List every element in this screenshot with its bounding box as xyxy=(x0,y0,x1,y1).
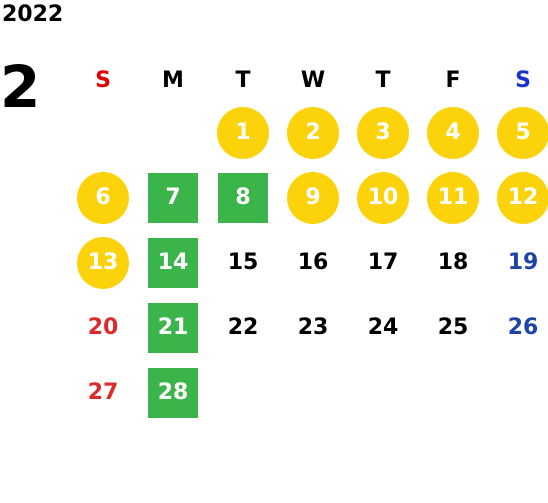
calendar-day-cell: 18 xyxy=(418,230,488,295)
calendar-date-19: 19 xyxy=(507,250,539,275)
calendar-date-1: 1 xyxy=(217,106,269,159)
calendar-date-14: 14 xyxy=(148,237,198,288)
calendar-day-cell: 14 xyxy=(138,230,208,295)
weekday-header-saturday: S xyxy=(515,67,531,93)
calendar-date-3: 3 xyxy=(357,106,409,159)
calendar-day-cell: 4 xyxy=(418,100,488,165)
calendar-day-cell: 11 xyxy=(418,165,488,230)
calendar-day-cell: 24 xyxy=(348,295,418,360)
calendar-day-cell: 21 xyxy=(138,295,208,360)
weekday-header-monday: M xyxy=(162,67,184,93)
calendar-date-18: 18 xyxy=(437,250,469,275)
calendar-date-13: 13 xyxy=(77,236,129,289)
calendar-day-cell: 10 xyxy=(348,165,418,230)
calendar-date-21: 21 xyxy=(148,302,198,353)
calendar-day-cell: 19 xyxy=(488,230,548,295)
calendar-date-28: 28 xyxy=(148,367,198,418)
weekday-header-friday: F xyxy=(445,67,461,93)
year-label: 2022 xyxy=(2,2,64,27)
calendar-day-cell: 25 xyxy=(418,295,488,360)
calendar-date-20: 20 xyxy=(87,315,119,340)
calendar-day-cell: 9 xyxy=(278,165,348,230)
calendar-day-cell: 6 xyxy=(68,165,138,230)
calendar-date-17: 17 xyxy=(367,250,399,275)
calendar-date-8: 8 xyxy=(218,172,268,223)
calendar-date-24: 24 xyxy=(367,315,399,340)
calendar-day-cell: 2 xyxy=(278,100,348,165)
calendar-date-10: 10 xyxy=(357,171,409,224)
calendar-date-11: 11 xyxy=(427,171,479,224)
calendar-date-25: 25 xyxy=(437,315,469,340)
calendar-day-cell: 7 xyxy=(138,165,208,230)
weekday-header-thursday: T xyxy=(375,67,391,93)
calendar-day-cell: 3 xyxy=(348,100,418,165)
calendar-date-26: 26 xyxy=(507,315,539,340)
calendar-date-12: 12 xyxy=(497,171,548,224)
calendar-date-7: 7 xyxy=(148,172,198,223)
calendar-day-cell: 28 xyxy=(138,360,208,425)
calendar-day-cell: 22 xyxy=(208,295,278,360)
calendar-date-15: 15 xyxy=(227,250,259,275)
calendar-day-cell: 13 xyxy=(68,230,138,295)
weekday-header-sunday: S xyxy=(95,67,111,93)
calendar-day-cell: 26 xyxy=(488,295,548,360)
calendar-date-23: 23 xyxy=(297,315,329,340)
weekday-header-wednesday: W xyxy=(300,67,326,93)
calendar-day-cell: 23 xyxy=(278,295,348,360)
weekday-header-tuesday: T xyxy=(235,67,251,93)
calendar-date-6: 6 xyxy=(77,171,129,224)
calendar-date-16: 16 xyxy=(297,250,329,275)
month-number: 2 xyxy=(0,53,41,121)
calendar-day-cell: 8 xyxy=(208,165,278,230)
calendar-date-22: 22 xyxy=(227,315,259,340)
calendar-date-9: 9 xyxy=(287,171,339,224)
calendar-date-27: 27 xyxy=(87,380,119,405)
calendar-day-cell: 12 xyxy=(488,165,548,230)
calendar-day-cell: 15 xyxy=(208,230,278,295)
calendar-day-cell: 5 xyxy=(488,100,548,165)
calendar-day-cell: 1 xyxy=(208,100,278,165)
calendar-date-4: 4 xyxy=(427,106,479,159)
calendar-day-cell: 17 xyxy=(348,230,418,295)
calendar-day-cell: 27 xyxy=(68,360,138,425)
calendar-day-cell: 20 xyxy=(68,295,138,360)
calendar-date-2: 2 xyxy=(287,106,339,159)
calendar-date-5: 5 xyxy=(497,106,548,159)
calendar-day-cell: 16 xyxy=(278,230,348,295)
